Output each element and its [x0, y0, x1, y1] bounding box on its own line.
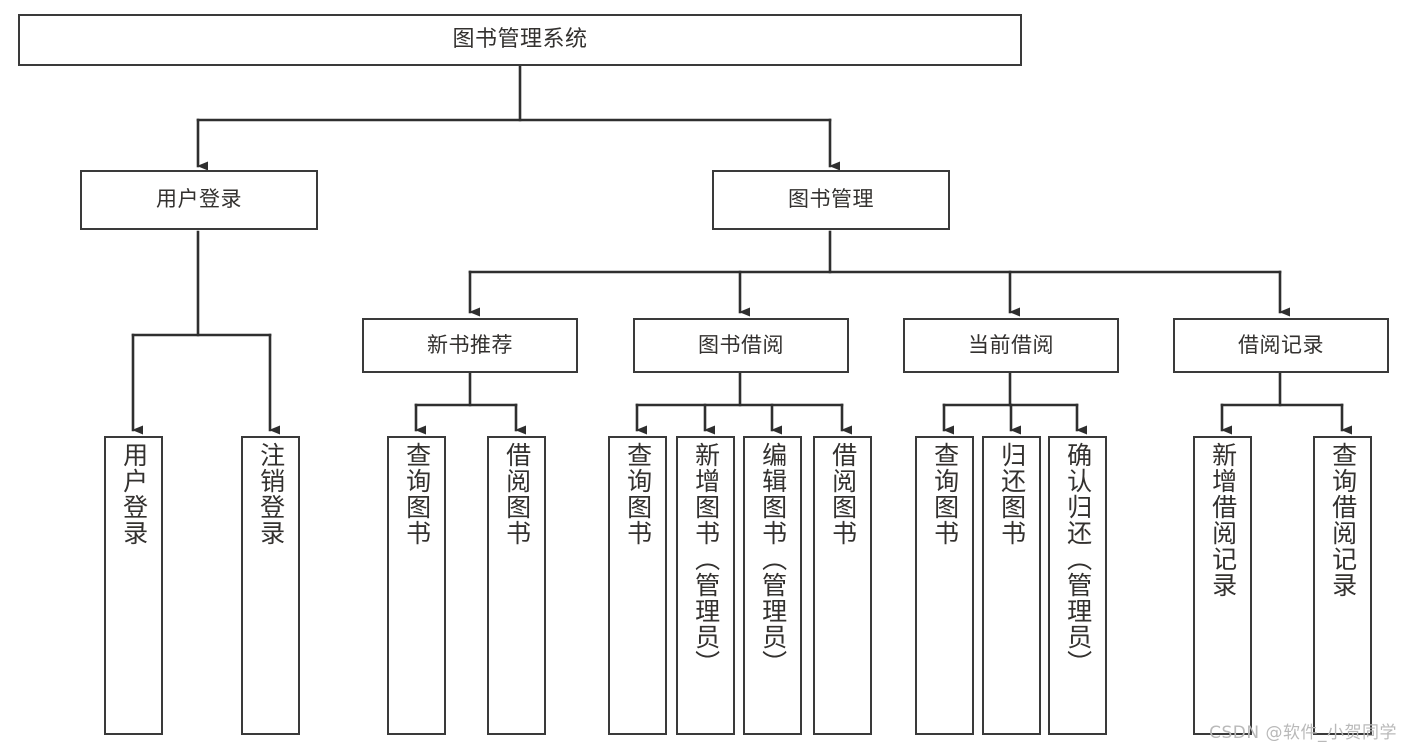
node-book-management[interactable]: 图书管理: [712, 170, 950, 230]
node-root-book-management-system[interactable]: 图书管理系统: [18, 14, 1022, 66]
node-book-borrow-label: 图书借阅: [698, 332, 784, 357]
node-leaf-query-borrow-record[interactable]: 查询借阅记录: [1313, 436, 1372, 735]
node-leaf-add-borrow-record-label: 新增借阅记录: [1208, 442, 1238, 598]
node-leaf-query-book-current-label: 查询图书: [930, 442, 960, 546]
node-leaf-query-borrow-record-label: 查询借阅记录: [1328, 442, 1358, 598]
node-new-book-recommend-label: 新书推荐: [427, 332, 513, 357]
node-book-management-label: 图书管理: [788, 187, 874, 212]
node-leaf-user-login-label: 用户登录: [119, 442, 149, 546]
node-leaf-edit-book-admin[interactable]: 编辑图书（管理员）: [743, 436, 802, 735]
node-leaf-query-book-borrow-label: 查询图书: [623, 442, 653, 546]
node-leaf-query-book-borrow[interactable]: 查询图书: [608, 436, 667, 735]
node-leaf-return-book[interactable]: 归还图书: [982, 436, 1041, 735]
node-borrow-record-label: 借阅记录: [1238, 332, 1324, 357]
node-current-borrow-label: 当前借阅: [968, 332, 1054, 357]
node-leaf-query-book-current[interactable]: 查询图书: [915, 436, 974, 735]
csdn-watermark: CSDN @软件_小贺同学: [1209, 723, 1397, 743]
node-user-login-label: 用户登录: [156, 187, 242, 212]
node-leaf-logout-login[interactable]: 注销登录: [241, 436, 300, 735]
node-leaf-add-book-admin[interactable]: 新增图书（管理员）: [676, 436, 735, 735]
node-leaf-edit-book-admin-label: 编辑图书（管理员）: [758, 442, 788, 676]
node-user-login[interactable]: 用户登录: [80, 170, 318, 230]
node-leaf-borrow-book-recommend-label: 借阅图书: [502, 442, 532, 546]
node-leaf-borrow-book-borrow[interactable]: 借阅图书: [813, 436, 872, 735]
node-root-label: 图书管理系统: [452, 26, 588, 52]
node-book-borrow[interactable]: 图书借阅: [633, 318, 849, 373]
node-leaf-query-book-recommend[interactable]: 查询图书: [387, 436, 446, 735]
node-borrow-record[interactable]: 借阅记录: [1173, 318, 1389, 373]
node-leaf-return-book-label: 归还图书: [997, 442, 1027, 546]
node-leaf-logout-login-label: 注销登录: [256, 442, 286, 546]
node-leaf-query-book-recommend-label: 查询图书: [402, 442, 432, 546]
node-leaf-borrow-book-recommend[interactable]: 借阅图书: [487, 436, 546, 735]
node-leaf-confirm-return-admin-label: 确认归还（管理员）: [1063, 442, 1093, 676]
node-leaf-borrow-book-borrow-label: 借阅图书: [828, 442, 858, 546]
node-current-borrow[interactable]: 当前借阅: [903, 318, 1119, 373]
node-leaf-confirm-return-admin[interactable]: 确认归还（管理员）: [1048, 436, 1107, 735]
node-leaf-add-borrow-record[interactable]: 新增借阅记录: [1193, 436, 1252, 735]
node-leaf-add-book-admin-label: 新增图书（管理员）: [691, 442, 721, 676]
node-leaf-user-login[interactable]: 用户登录: [104, 436, 163, 735]
node-new-book-recommend[interactable]: 新书推荐: [362, 318, 578, 373]
